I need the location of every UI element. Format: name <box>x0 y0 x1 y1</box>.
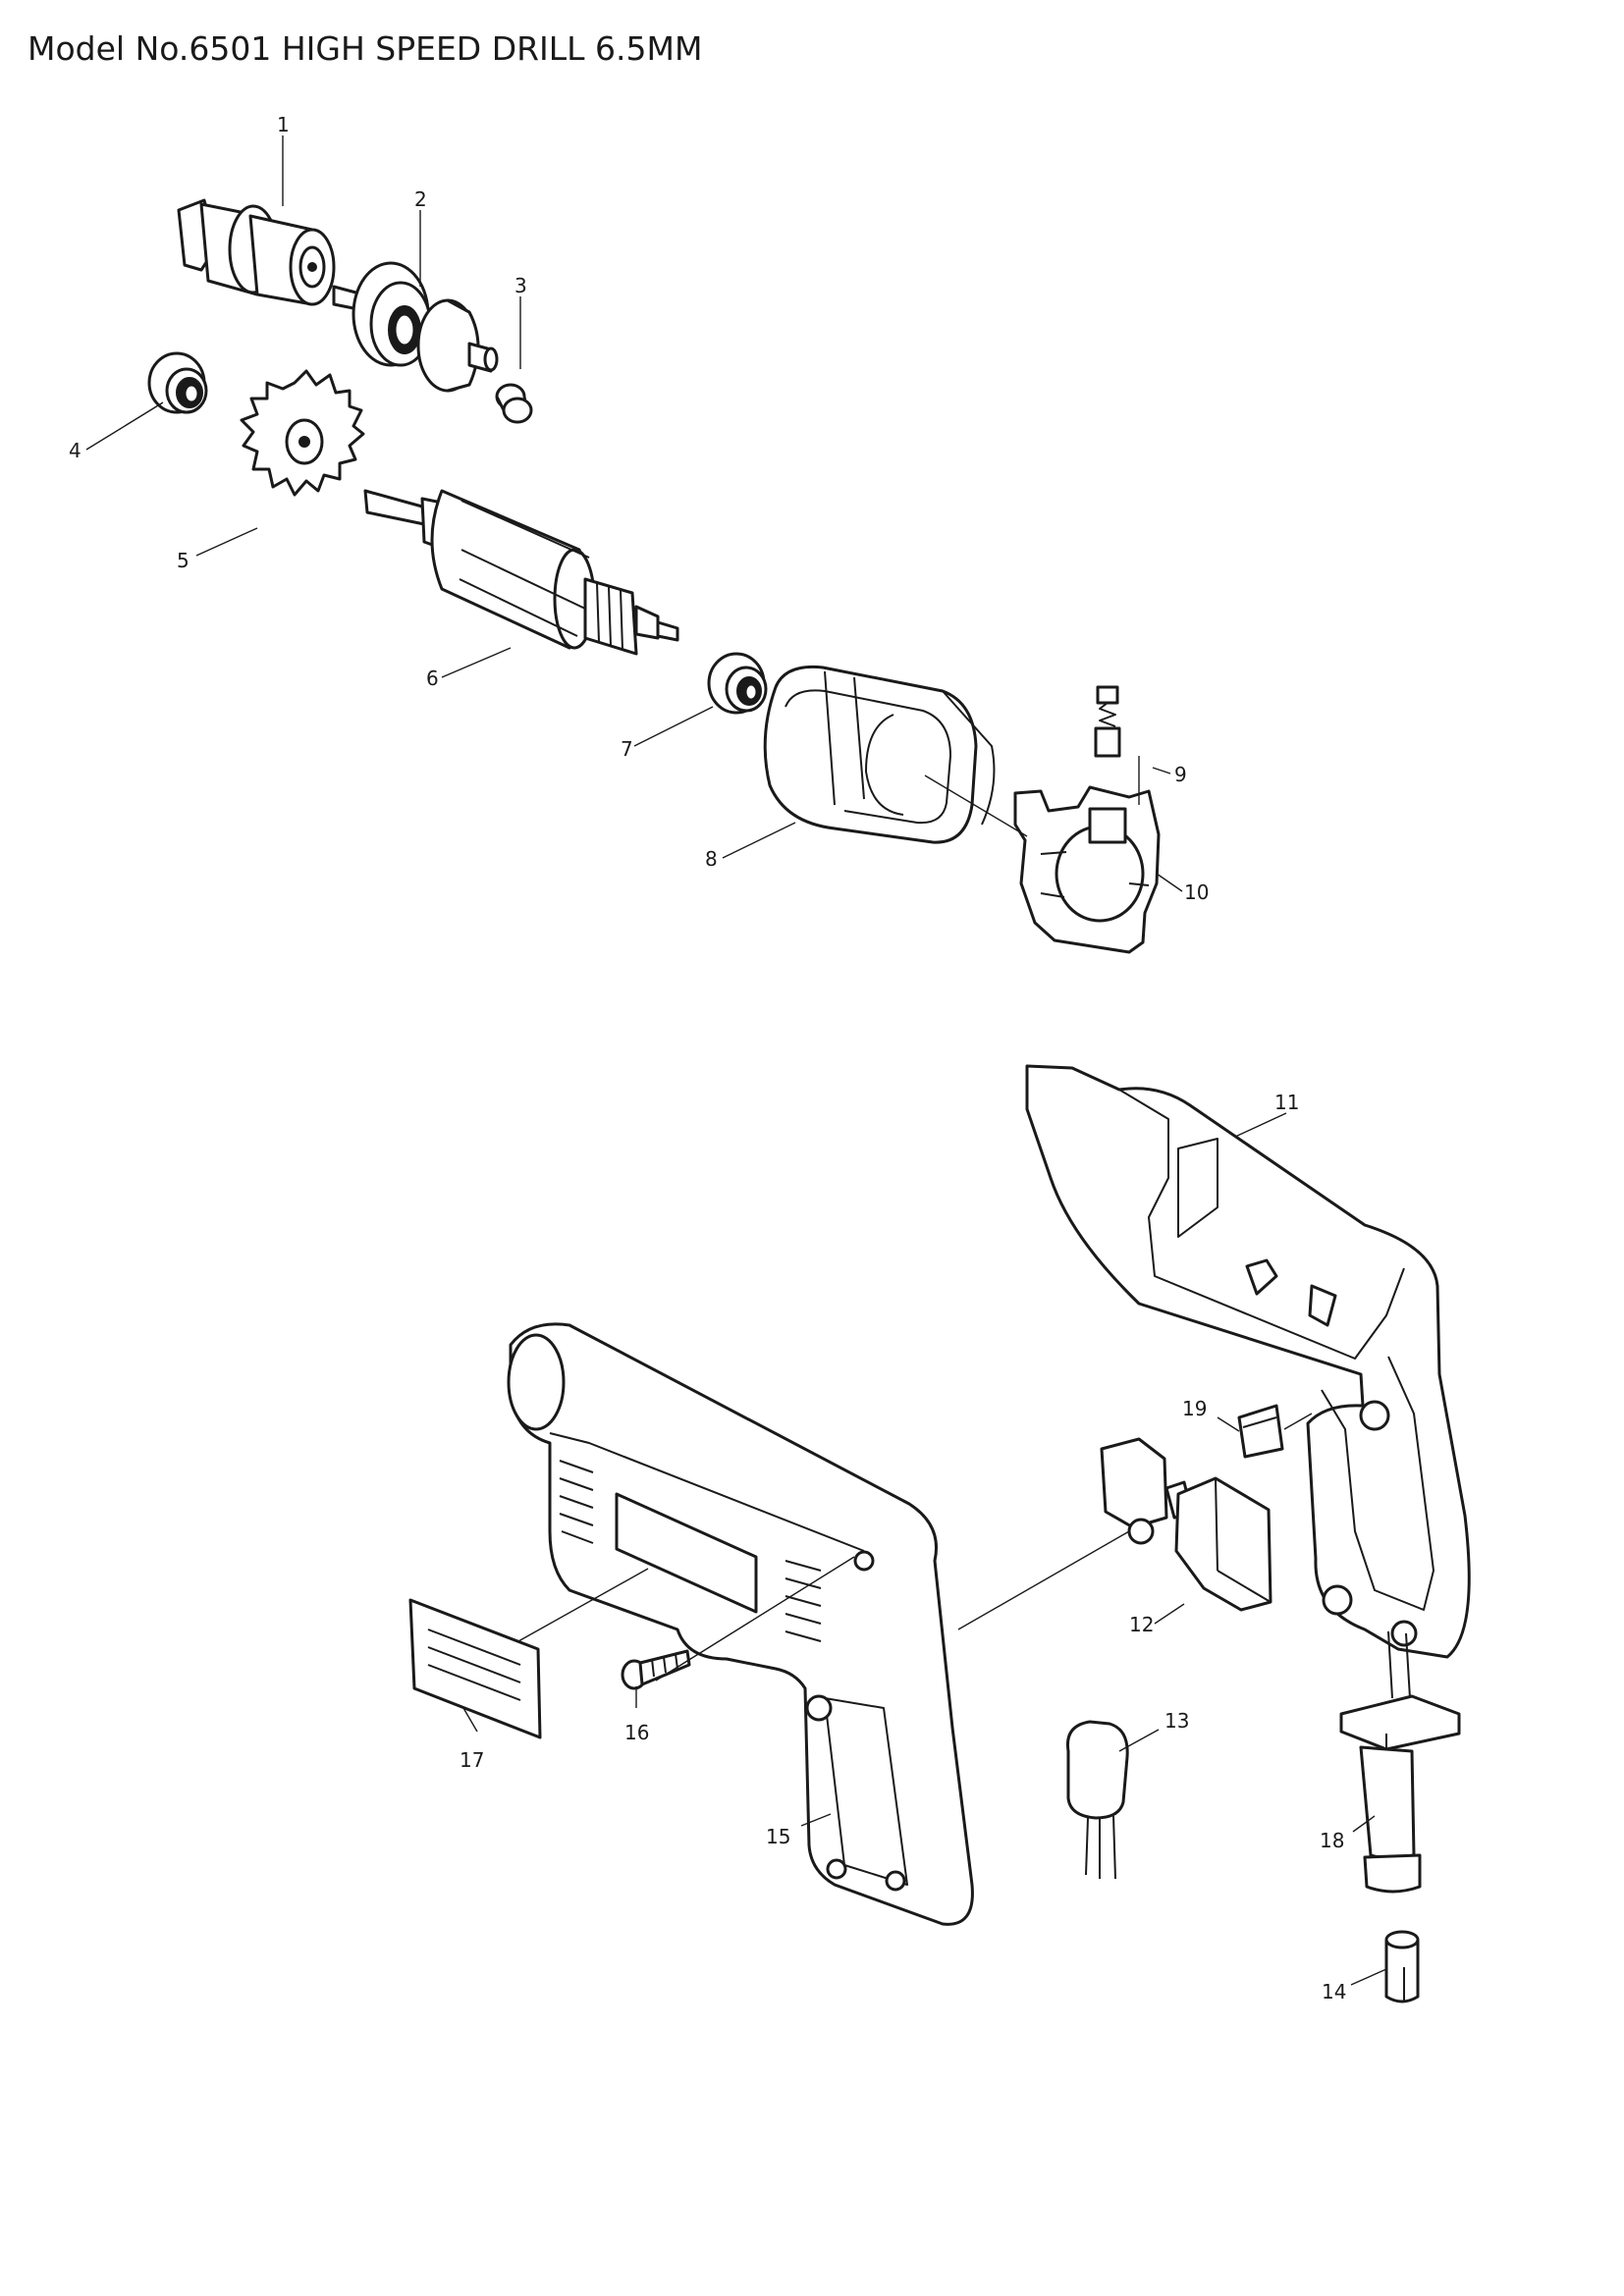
part-19-clip <box>1237 1404 1284 1459</box>
part-9-carbon-brush <box>1094 685 1121 758</box>
part-6-armature <box>363 489 679 656</box>
callout-16: 16 <box>624 1721 649 1744</box>
callout-7: 7 <box>621 737 633 761</box>
part-12-switch <box>1100 1437 1272 1612</box>
page-title: Model No.6501 HIGH SPEED DRILL 6.5MM <box>27 29 703 68</box>
part-18-cord-guard <box>1339 1630 1461 1894</box>
part-5-fan <box>240 369 365 497</box>
part-17-name-plate <box>408 1598 542 1739</box>
callout-18: 18 <box>1320 1829 1344 1852</box>
part-7-ball-bearing <box>707 652 768 715</box>
part-1-drill-chuck <box>177 198 336 306</box>
callout-labels: 1 2 3 4 5 6 7 8 9 10 11 12 13 14 15 16 1… <box>69 113 1346 2003</box>
callout-6: 6 <box>426 667 439 690</box>
callout-14: 14 <box>1322 1980 1346 2003</box>
part-4-ball-bearing <box>147 351 208 414</box>
callout-10: 10 <box>1184 881 1209 904</box>
part-3-sleeve <box>495 383 533 424</box>
callout-8: 8 <box>705 847 718 871</box>
callout-15: 15 <box>766 1825 790 1848</box>
callout-17: 17 <box>460 1748 484 1772</box>
callout-19: 19 <box>1182 1397 1207 1420</box>
part-2-spindle-gear <box>332 261 499 393</box>
leader-lines <box>85 135 1387 1986</box>
callout-1: 1 <box>277 113 290 136</box>
callout-11: 11 <box>1274 1091 1299 1114</box>
part-16-screw <box>621 1649 691 1690</box>
part-13-noise-suppressor <box>1065 1720 1129 1880</box>
part-15-handle-housing <box>507 1322 974 1926</box>
part-14-sleeve <box>1384 1930 1420 2003</box>
callout-13: 13 <box>1164 1709 1189 1733</box>
part-10-brush-holder <box>1013 785 1161 954</box>
callout-5: 5 <box>177 549 189 572</box>
callout-9: 9 <box>1174 763 1187 786</box>
callout-3: 3 <box>514 274 527 297</box>
part-8-field <box>763 665 996 844</box>
callout-4: 4 <box>69 439 81 462</box>
callout-12: 12 <box>1129 1613 1154 1636</box>
callout-2: 2 <box>414 187 427 211</box>
part-11-housing-set <box>1025 1064 1471 1659</box>
